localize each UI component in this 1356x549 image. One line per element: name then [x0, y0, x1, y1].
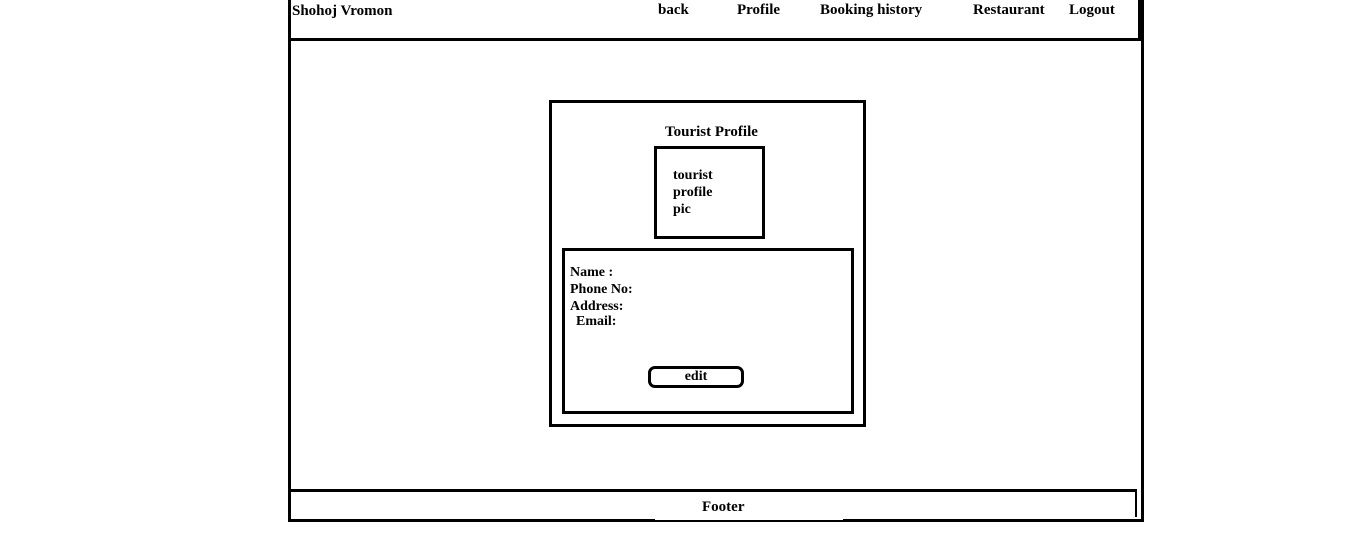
profile-details-box [562, 248, 854, 414]
email-label: Email: [576, 314, 617, 329]
name-label: Name : [570, 265, 614, 280]
profile-title: Tourist Profile [665, 124, 758, 140]
address-label: Address: [570, 299, 624, 314]
profile-picture-placeholder [654, 146, 765, 239]
nav-back-link[interactable]: back [658, 2, 689, 18]
footer-text: Footer [702, 499, 745, 515]
profile-pic-text-line-3: pic [673, 202, 691, 217]
phone-label: Phone No: [570, 282, 633, 297]
nav-logout-link[interactable]: Logout [1069, 2, 1115, 18]
edit-button[interactable]: edit [648, 366, 744, 388]
brand-title: Shohoj Vromon [292, 3, 393, 19]
nav-booking-history-link[interactable]: Booking history [820, 2, 923, 18]
page-frame [288, 0, 1144, 522]
nav-profile-link[interactable]: Profile [737, 2, 781, 18]
profile-card [549, 100, 866, 427]
header-bar [288, 0, 1141, 41]
nav-restaurant-link[interactable]: Restaurant [973, 2, 1045, 18]
footer-divider-gap [655, 517, 843, 520]
profile-pic-text-line-2: profile [673, 185, 713, 200]
profile-pic-text-line-1: tourist [673, 168, 713, 183]
footer-bar [291, 489, 1137, 517]
